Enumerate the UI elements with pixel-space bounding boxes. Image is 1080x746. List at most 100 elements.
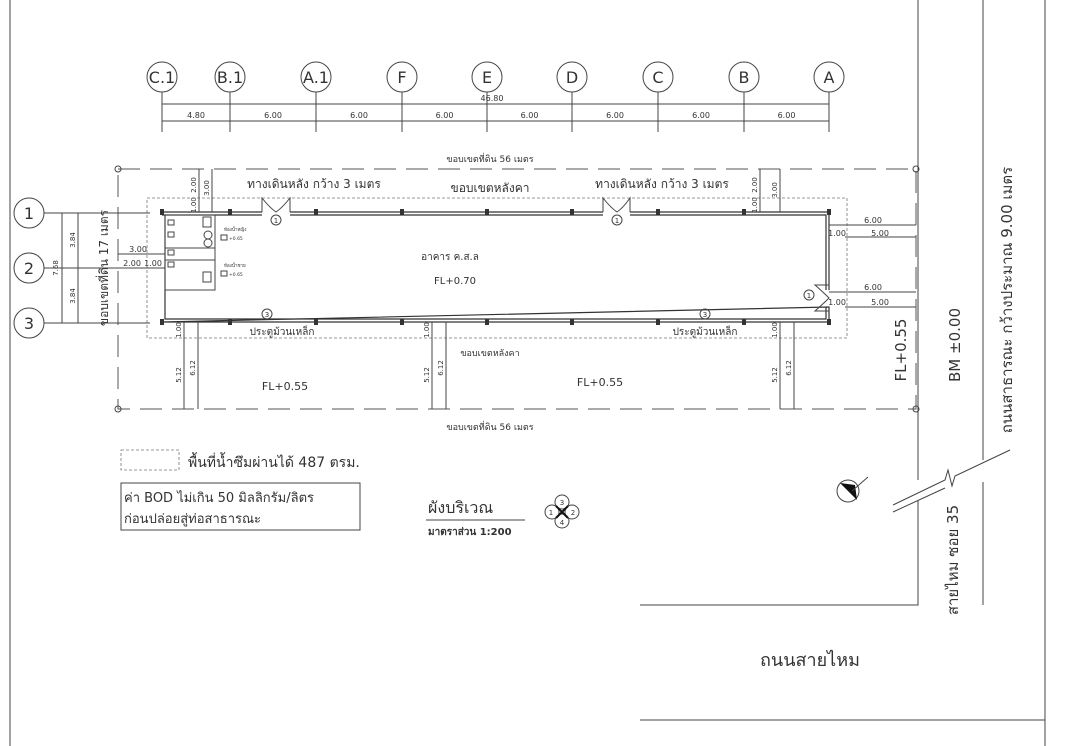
grid-columns: C.1 B.1 A.1 F E D C B A bbox=[146, 61, 845, 132]
floor-level-marker bbox=[220, 270, 228, 277]
grid-bubble-A.1: A.1 bbox=[300, 61, 332, 132]
rear-door-right bbox=[602, 196, 631, 213]
grid-bubble-C.1: C.1 bbox=[146, 61, 178, 132]
bay-dimension: 6.00 bbox=[521, 111, 539, 120]
boundary-corner-marker bbox=[114, 165, 122, 173]
boundary-corner-marker bbox=[912, 165, 920, 173]
north-arrow-icon bbox=[836, 476, 869, 503]
dimension-label: 5.12 bbox=[175, 367, 183, 383]
dimension-label: 3.00 bbox=[129, 245, 147, 254]
column bbox=[656, 319, 660, 325]
rear-walkway-left-label: ทางเดินหลัง กว้าง 3 เมตร bbox=[247, 177, 381, 191]
svg-text:3: 3 bbox=[560, 499, 564, 507]
building-floor-level: FL+0.70 bbox=[434, 276, 476, 287]
row-total-dimension: 7.68 bbox=[52, 260, 60, 276]
grid-bubble-A: A bbox=[813, 61, 845, 132]
roads bbox=[640, 0, 1046, 746]
grid-bubble-D: D bbox=[556, 61, 588, 132]
drawing-title: ผังบริเวณ bbox=[428, 498, 493, 517]
dimension-label: 6.12 bbox=[785, 360, 793, 376]
dimension-label: 5.12 bbox=[771, 367, 779, 383]
grid-bubble-F: F bbox=[386, 61, 418, 132]
column bbox=[400, 209, 404, 215]
svg-text:A: A bbox=[824, 68, 835, 87]
dimension-label: 1.00 bbox=[771, 322, 779, 338]
rear-walkway-right-label: ทางเดินหลัง กว้าง 3 เมตร bbox=[595, 177, 729, 191]
pervious-area-swatch bbox=[120, 449, 180, 471]
column bbox=[742, 319, 746, 325]
grid-bubble-E: E bbox=[471, 61, 503, 132]
floor-level-marker bbox=[220, 234, 228, 241]
door-tag: 1 bbox=[274, 217, 278, 225]
bay-dimension: 6.00 bbox=[606, 111, 624, 120]
female-toilet-level: +0.65 bbox=[229, 236, 243, 242]
land-boundary-top-label: ขอบเขตที่ดิน 56 เมตร bbox=[446, 152, 533, 165]
dimension-label: 6.12 bbox=[437, 360, 445, 376]
bay-dimension: 4.80 bbox=[187, 111, 205, 120]
row-dimension: 3.84 bbox=[69, 232, 77, 248]
grid-bubble-row-3: 3 bbox=[13, 307, 150, 339]
column bbox=[656, 209, 660, 215]
dimension-label: 2.00 bbox=[751, 177, 759, 193]
bod-note-line1: ค่า BOD ไม่เกิน 50 มิลลิกรัม/ลิตร bbox=[124, 490, 314, 506]
rolling-door-right-label: ประตูม้วนเหล็ก bbox=[673, 324, 738, 338]
building-name: อาคาร ค.ส.ล bbox=[421, 252, 479, 263]
row-dimension: 3.84 bbox=[69, 288, 77, 304]
dimension-label: 5.00 bbox=[871, 298, 889, 307]
svg-text:2: 2 bbox=[571, 509, 575, 517]
column bbox=[160, 319, 164, 325]
column bbox=[314, 209, 318, 215]
roof-edge-bottom-label: ขอบเขตหลังคา bbox=[460, 349, 519, 359]
dimension-label: 5.12 bbox=[423, 367, 431, 383]
male-toilet-level: +0.65 bbox=[229, 272, 243, 278]
column bbox=[228, 319, 232, 325]
female-toilet-label: ห้องน้ำหญิง bbox=[224, 226, 246, 233]
svg-text:C.1: C.1 bbox=[149, 68, 175, 87]
section-marker-icon: 3 1 2 4 bbox=[544, 494, 580, 529]
boundary-corner-marker bbox=[912, 405, 920, 413]
svg-text:B: B bbox=[739, 68, 750, 87]
door-tag: 1 bbox=[615, 217, 619, 225]
grid-bubble-row-1: 1 bbox=[13, 197, 150, 229]
dimension-label: 1.00 bbox=[828, 229, 846, 238]
grid-bubble-B.1: B.1 bbox=[214, 61, 246, 132]
door-tag: 3 bbox=[703, 311, 707, 319]
building-walls bbox=[161, 196, 830, 323]
svg-text:D: D bbox=[566, 68, 578, 87]
bod-note-line2: ก่อนปล่อยสู่ท่อสาธารณะ bbox=[124, 512, 261, 527]
grid-bubble-C: C bbox=[642, 61, 674, 132]
roof-edge bbox=[146, 197, 848, 339]
column bbox=[485, 319, 489, 325]
column bbox=[570, 209, 574, 215]
main-road-label: ถนนสายไหม bbox=[760, 649, 860, 671]
door-tag: 3 bbox=[265, 311, 269, 319]
bay-dimension: 6.00 bbox=[264, 111, 282, 120]
public-road-label: ถนนสาธารณะ กว้างประมาณ 9.00 เมตร bbox=[998, 167, 1016, 433]
svg-text:1: 1 bbox=[549, 509, 553, 517]
dimension-label: 1.00 bbox=[828, 298, 846, 307]
column bbox=[827, 209, 831, 215]
column bbox=[742, 209, 746, 215]
land-boundary-bottom-label: ขอบเขตที่ดิน 56 เมตร bbox=[446, 420, 533, 433]
column bbox=[400, 319, 404, 325]
yard-level-left: FL+0.55 bbox=[262, 380, 308, 393]
pervious-area-label: พื้นที่น้ำซึมผ่านได้ 487 ตรม. bbox=[188, 452, 360, 471]
svg-text:2: 2 bbox=[24, 259, 34, 278]
bay-dimension: 6.00 bbox=[778, 111, 796, 120]
benchmark-label: BM ±0.00 bbox=[946, 308, 964, 382]
column bbox=[570, 319, 574, 325]
door-tag: 1 bbox=[807, 292, 811, 300]
bod-note-box bbox=[120, 482, 361, 531]
bay-dimension: 6.00 bbox=[692, 111, 710, 120]
dimension-label: 6.00 bbox=[864, 283, 882, 292]
dimension-label: 1.00 bbox=[144, 259, 162, 268]
column bbox=[485, 209, 489, 215]
dimension-label: 2.00 bbox=[123, 259, 141, 268]
svg-text:E: E bbox=[482, 68, 492, 87]
drawing-scale: มาตราส่วน 1:200 bbox=[428, 526, 512, 538]
column bbox=[160, 209, 164, 215]
male-toilet-label: ห้องน้ำชาย bbox=[224, 262, 246, 269]
